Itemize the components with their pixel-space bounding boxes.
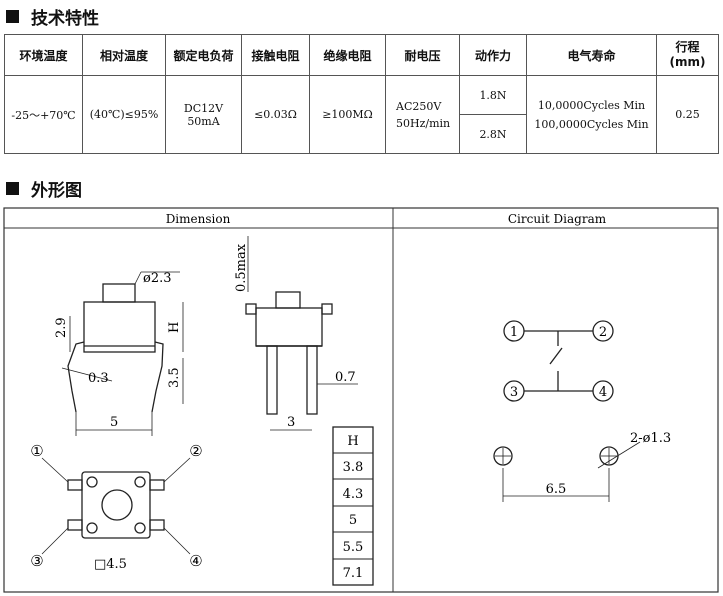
side-view bbox=[61, 271, 184, 436]
top-hole-4 bbox=[134, 522, 146, 534]
cell-rated-load: DC12V 50mA bbox=[165, 75, 242, 154]
top-pin-1 bbox=[67, 479, 83, 491]
header-travel: 行程 (mm) bbox=[656, 34, 719, 76]
h-table-cell: 4.3 bbox=[343, 487, 364, 502]
top-hole-2 bbox=[134, 476, 146, 488]
pin1-leader bbox=[41, 457, 69, 483]
dim-H-label: H bbox=[167, 322, 182, 333]
circuit-pitch-label: 6.5 bbox=[546, 482, 567, 497]
dim-03: 0.3 bbox=[88, 371, 109, 386]
front-pin-left bbox=[266, 345, 278, 415]
circuit-node-4-label: 4 bbox=[599, 385, 607, 400]
dim-29: 2.9 bbox=[54, 317, 69, 338]
side-button bbox=[102, 283, 136, 303]
top-hole-3 bbox=[86, 522, 98, 534]
spec-table: 环境温度 相对温度 额定电负荷 接触电阻 绝缘电阻 耐电压 动作力 电气寿命 行… bbox=[4, 34, 719, 154]
spec-row-2: 2.8N bbox=[5, 114, 719, 154]
h-table-cell: 7.1 bbox=[343, 566, 364, 581]
spec-section-title: 技术特性 bbox=[6, 4, 99, 29]
cell-insulation-res: ≥100MΩ bbox=[309, 75, 386, 154]
pcb-hole-left bbox=[493, 446, 513, 466]
cell-force-2: 2.8N bbox=[459, 114, 527, 154]
cell-humidity: (40℃)≤95% bbox=[82, 75, 166, 154]
pin3-leader bbox=[41, 527, 69, 555]
pin3-label: ③ bbox=[30, 552, 43, 570]
drawing-frame bbox=[3, 207, 719, 593]
top-hole-1 bbox=[86, 476, 98, 488]
header-life: 电气寿命 bbox=[526, 34, 657, 76]
top-button bbox=[101, 489, 133, 521]
hole-leader bbox=[597, 441, 641, 469]
dim-35: 3.5 bbox=[167, 367, 182, 388]
shape-section-title: 外形图 bbox=[6, 176, 82, 201]
circuit-switch-blade bbox=[549, 347, 563, 365]
h-table-cell: 3.8 bbox=[343, 460, 364, 475]
top-pin-4 bbox=[149, 519, 165, 531]
dimension-drawing: Dimension Circuit Diagram ø2.3 2.9 H 3.5… bbox=[3, 207, 719, 593]
side-leg-right bbox=[151, 341, 164, 413]
front-tab-right bbox=[321, 303, 333, 315]
pin1-label: ① bbox=[30, 442, 43, 460]
header-insulation-res: 绝缘电阻 bbox=[309, 34, 386, 76]
h-table-cell: H bbox=[347, 434, 358, 449]
square-bullet-icon bbox=[6, 10, 19, 23]
header-contact-res: 接触电阻 bbox=[241, 34, 310, 76]
circuit-hole-label: 2-ø1.3 bbox=[630, 431, 671, 446]
header-env-temp: 环境温度 bbox=[4, 34, 83, 76]
circuit-node-2-label: 2 bbox=[599, 325, 607, 340]
circuit-node-3-label: 3 bbox=[510, 385, 518, 400]
cell-env-temp: -25～+70℃ bbox=[4, 75, 83, 154]
cell-contact-res: ≤0.03Ω bbox=[241, 75, 310, 154]
header-force: 动作力 bbox=[459, 34, 527, 76]
circuit-title: Circuit Diagram bbox=[508, 212, 607, 226]
dim-5: 5 bbox=[110, 415, 118, 430]
header-humidity: 相对温度 bbox=[82, 34, 166, 76]
top-pin-3 bbox=[67, 519, 83, 531]
header-withstand-voltage: 耐电压 bbox=[385, 34, 460, 76]
side-body bbox=[83, 301, 156, 353]
circuit-diagram bbox=[493, 320, 641, 502]
cell-withstand-voltage: AC250V 50Hz/min bbox=[385, 75, 460, 154]
dim-dia: ø2.3 bbox=[143, 271, 172, 286]
front-pin-right bbox=[306, 345, 318, 415]
spec-row: -25～+70℃ (40℃)≤95% DC12V 50mA ≤0.03Ω ≥10… bbox=[4, 75, 719, 154]
spec-header-row: 环境温度 相对温度 额定电负荷 接触电阻 绝缘电阻 耐电压 动作力 电气寿命 行… bbox=[4, 34, 719, 76]
h-table-cell: 5.5 bbox=[343, 540, 364, 555]
dim-3: 3 bbox=[287, 415, 295, 430]
pin4-leader bbox=[163, 527, 191, 555]
top-view bbox=[41, 457, 191, 555]
front-view bbox=[245, 236, 358, 431]
header-rated-load: 额定电负荷 bbox=[165, 34, 242, 76]
pin2-leader bbox=[163, 457, 191, 483]
front-body bbox=[255, 307, 323, 347]
pin2-label: ② bbox=[189, 442, 202, 460]
cell-force-1: 1.8N bbox=[459, 75, 527, 115]
dim-07: 0.7 bbox=[335, 370, 356, 385]
cell-life: 10,0000Cycles Min 100,0000Cycles Min bbox=[526, 75, 657, 154]
h-table: H 3.8 4.3 5 5.5 7.1 bbox=[332, 426, 374, 586]
pin4-label: ④ bbox=[189, 552, 202, 570]
cell-travel: 0.25 bbox=[656, 75, 719, 154]
dimension-title: Dimension bbox=[166, 212, 231, 226]
dim-leader-dia bbox=[134, 271, 142, 285]
dim-max: 0.5max bbox=[234, 243, 249, 292]
top-body bbox=[81, 471, 151, 539]
side-leg-left bbox=[67, 341, 85, 413]
front-tab-left bbox=[245, 303, 257, 315]
circuit-node-1-label: 1 bbox=[510, 325, 518, 340]
square-bullet-icon bbox=[6, 182, 19, 195]
h-table-cell: 5 bbox=[349, 513, 357, 528]
dim-leader-03 bbox=[61, 367, 113, 382]
dim-sq45: □4.5 bbox=[94, 557, 127, 572]
top-pin-2 bbox=[149, 479, 165, 491]
front-button bbox=[275, 291, 301, 309]
